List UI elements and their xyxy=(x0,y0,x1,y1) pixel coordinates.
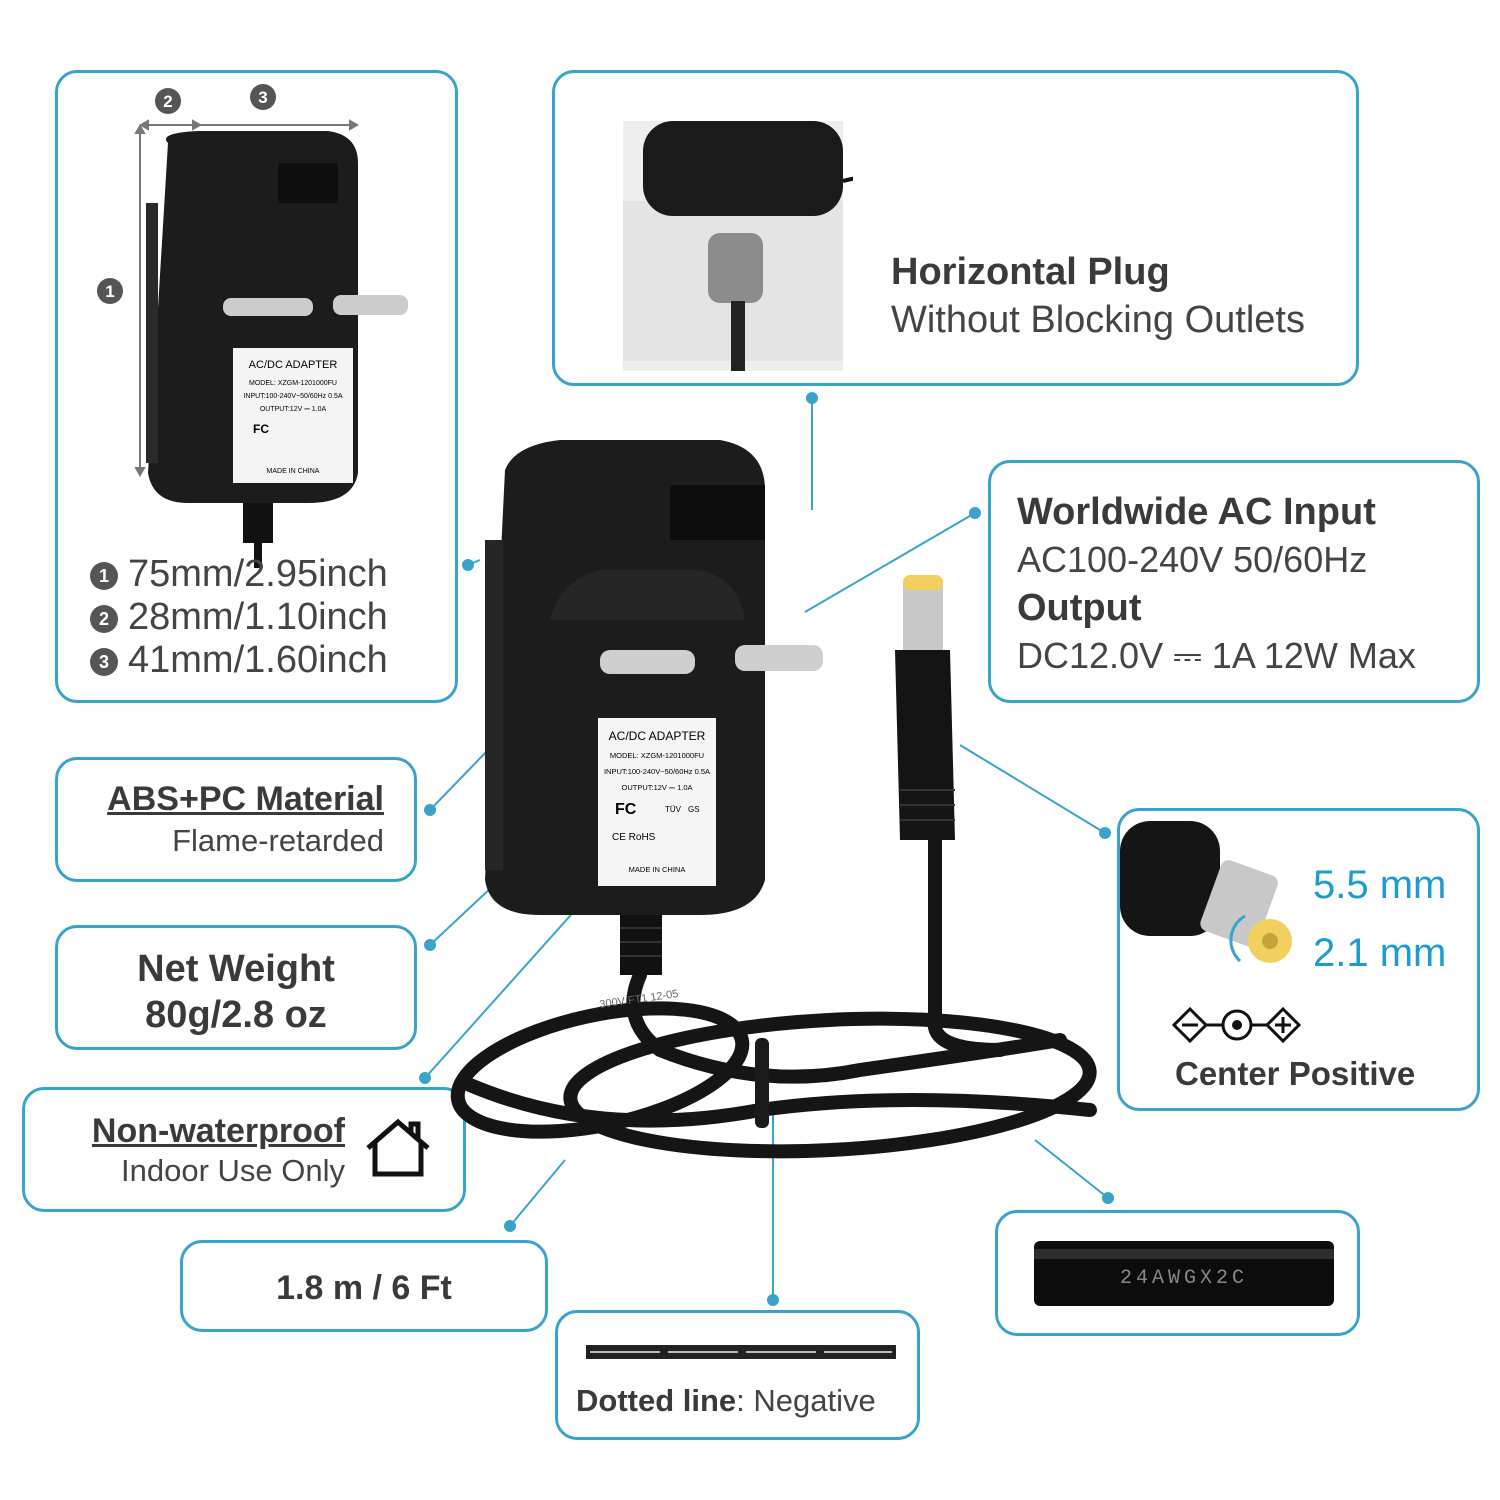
net-weight-value: 80g/2.8 oz xyxy=(145,994,327,1036)
dotted-wire-image xyxy=(586,1345,896,1359)
svg-text:FC: FC xyxy=(253,422,269,436)
horizontal-plug-subtitle: Without Blocking Outlets xyxy=(891,299,1305,341)
material-box: ABS+PC Material Flame-retarded xyxy=(55,757,417,882)
material-subtitle: Flame-retarded xyxy=(172,823,384,858)
svg-text:AC/DC ADAPTER: AC/DC ADAPTER xyxy=(249,359,338,371)
connector-box: 5.5 mm 2.1 mm Center Positive xyxy=(1117,808,1480,1111)
length-box: 1.8 m / 6 Ft xyxy=(180,1240,548,1332)
horizontal-plug-box: Horizontal Plug Without Blocking Outlets xyxy=(552,70,1359,386)
svg-text:2: 2 xyxy=(163,92,172,111)
output-value: DC12.0V ⎓ 1A 12W Max xyxy=(1017,635,1416,676)
wire-image: 24AWGX2C xyxy=(1034,1241,1334,1306)
wall-outlet-image xyxy=(623,121,853,371)
marker-2-icon xyxy=(155,88,181,114)
material-title: ABS+PC Material xyxy=(107,780,384,818)
dotted-line-meaning: : Negative xyxy=(736,1383,876,1418)
polarity-label: Center Positive xyxy=(1175,1055,1416,1092)
polarity-symbol-icon xyxy=(1172,1007,1302,1043)
net-weight-box: Net Weight 80g/2.8 oz xyxy=(55,925,417,1050)
svg-text:3: 3 xyxy=(258,88,267,107)
svg-text:MADE IN CHINA: MADE IN CHINA xyxy=(267,468,320,475)
horizontal-plug-title: Horizontal Plug xyxy=(891,251,1170,293)
ac-input-box: Worldwide AC Input AC100-240V 50/60Hz Ou… xyxy=(988,460,1480,703)
ac-input-value: AC100-240V 50/60Hz xyxy=(1017,539,1368,580)
svg-text:INPUT:100-240V~50/60Hz 0.5A: INPUT:100-240V~50/60Hz 0.5A xyxy=(243,393,342,400)
dc-plug-image xyxy=(1120,821,1292,963)
svg-text:1: 1 xyxy=(105,282,114,301)
cable-length: 1.8 m / 6 Ft xyxy=(276,1269,452,1307)
outer-diameter: 5.5 mm xyxy=(1313,863,1447,907)
dotted-line-label: Dotted line xyxy=(576,1383,737,1418)
waterproof-subtitle: Indoor Use Only xyxy=(121,1153,345,1188)
net-weight-title: Net Weight xyxy=(137,948,335,990)
ac-input-title: Worldwide AC Input xyxy=(1017,491,1376,533)
svg-text:OUTPUT:12V ⎓ 1.0A: OUTPUT:12V ⎓ 1.0A xyxy=(260,406,327,413)
dotted-line-box: Dotted line: Negative xyxy=(555,1310,920,1440)
waterproof-box: Non-waterproof Indoor Use Only xyxy=(22,1087,466,1212)
house-icon xyxy=(366,1118,430,1177)
small-adapter-image: 2 3 1 AC/DC ADAPTER MODEL: XZGM-1201000F… xyxy=(97,84,408,568)
dimensions-box: 2 3 1 AC/DC ADAPTER MODEL: XZGM-1201000F… xyxy=(55,70,458,703)
svg-text:MODEL: XZGM-1201000FU: MODEL: XZGM-1201000FU xyxy=(249,380,337,387)
output-title: Output xyxy=(1017,587,1142,629)
svg-text:24AWGX2C: 24AWGX2C xyxy=(1120,1267,1248,1290)
wire-gauge-box: 24AWGX2C xyxy=(995,1210,1360,1336)
inner-diameter: 2.1 mm xyxy=(1313,931,1447,975)
marker-3-icon xyxy=(250,84,276,110)
waterproof-title: Non-waterproof xyxy=(91,1112,345,1150)
marker-1-icon xyxy=(97,278,123,304)
